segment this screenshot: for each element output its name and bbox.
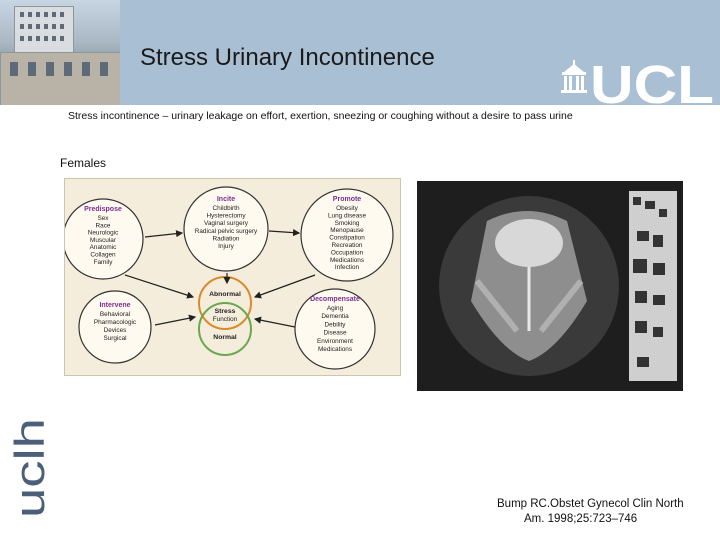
diagram-promote-item: Recreation xyxy=(332,242,363,249)
diagram-predispose-item: Neurologic xyxy=(88,230,119,237)
diagram-predispose-item: Anatomic xyxy=(90,244,117,251)
diagram-decompensate-item: Disease xyxy=(323,330,347,337)
diagram-incite-item: Vaginal surgery xyxy=(204,220,249,227)
diagram-promote-item: Medications xyxy=(330,257,364,264)
diagram-intervene-title: Intervene xyxy=(99,302,130,309)
diagram-incite-title: Incite xyxy=(217,196,235,203)
diagram-intervene-item: Pharmacologic xyxy=(94,319,137,326)
header-band xyxy=(0,0,720,105)
cystogram-xray xyxy=(417,181,683,391)
diagram-promote-item: Smoking xyxy=(335,220,360,227)
diagram-predispose-item: Race xyxy=(96,222,111,229)
uclh-logo: uclh xyxy=(6,416,53,520)
svg-text:uclh: uclh xyxy=(8,418,52,518)
diagram-predispose-item: Sex xyxy=(97,215,109,222)
diagram-predispose-item: Collagen xyxy=(90,252,116,259)
diagram-decompensate-item: Debility xyxy=(325,321,347,328)
diagram-intervene-item: Surgical xyxy=(103,335,126,342)
diagram-decompensate-title: Decompensate xyxy=(310,296,360,303)
diagram-promote-item: Menopause xyxy=(330,227,364,234)
diagram-decompensate-item: Dementia xyxy=(321,313,349,320)
diagram-incite-item: Radiation xyxy=(212,235,239,242)
diagram-promote-item: Obesity xyxy=(336,205,358,212)
diagram-incite-item: Injury xyxy=(218,243,234,250)
slide-title: Stress Urinary Incontinence xyxy=(140,44,435,71)
diagram-center-stress: Stress xyxy=(215,308,236,315)
diagram-promote-item: Constipation xyxy=(329,235,365,242)
diagram-intervene-item: Behavioral xyxy=(100,311,130,318)
diagram-decompensate-item: Aging xyxy=(327,305,344,312)
ucl-logo: UCL xyxy=(556,55,716,115)
citation-line-2: Am. 1998;25:723–746 xyxy=(524,513,638,525)
svg-text:UCL: UCL xyxy=(590,58,714,106)
diagram-promote-item: Occupation xyxy=(331,249,364,256)
diagram-promote-title: Promote xyxy=(333,196,362,203)
definition-text: Stress incontinence – urinary leakage on… xyxy=(68,110,573,122)
citation-line-1: Bump RC.Obstet Gynecol Clin North xyxy=(497,498,684,510)
diagram-decompensate-item: Medications xyxy=(318,346,352,353)
diagram-promote-item: Lung disease xyxy=(328,212,366,219)
diagram-center-abnormal: Abnormal xyxy=(209,291,241,298)
diagram-predispose-item: Family xyxy=(94,259,114,266)
diagram-intervene-item: Devices xyxy=(104,327,127,334)
section-label: Females xyxy=(60,156,107,170)
diagram-center-normal: Normal xyxy=(213,334,237,341)
diagram-incite-item: Hysterectomy xyxy=(206,213,246,220)
portico-icon xyxy=(561,60,587,93)
diagram-decompensate-item: Environment xyxy=(317,338,353,345)
citation: Bump RC.Obstet Gynecol Clin North Am. 19… xyxy=(497,497,717,527)
building-photo xyxy=(0,0,120,105)
diagram-center-function: Function xyxy=(213,316,238,323)
diagram-incite-item: Radical pelvic surgery xyxy=(195,228,258,235)
diagram-predispose-title: Predispose xyxy=(84,206,122,213)
diagram-predispose-item: Muscular xyxy=(90,237,117,244)
diagram-promote-item: Infection xyxy=(335,264,360,271)
diagram-incite-item: Childbirth xyxy=(213,205,240,212)
